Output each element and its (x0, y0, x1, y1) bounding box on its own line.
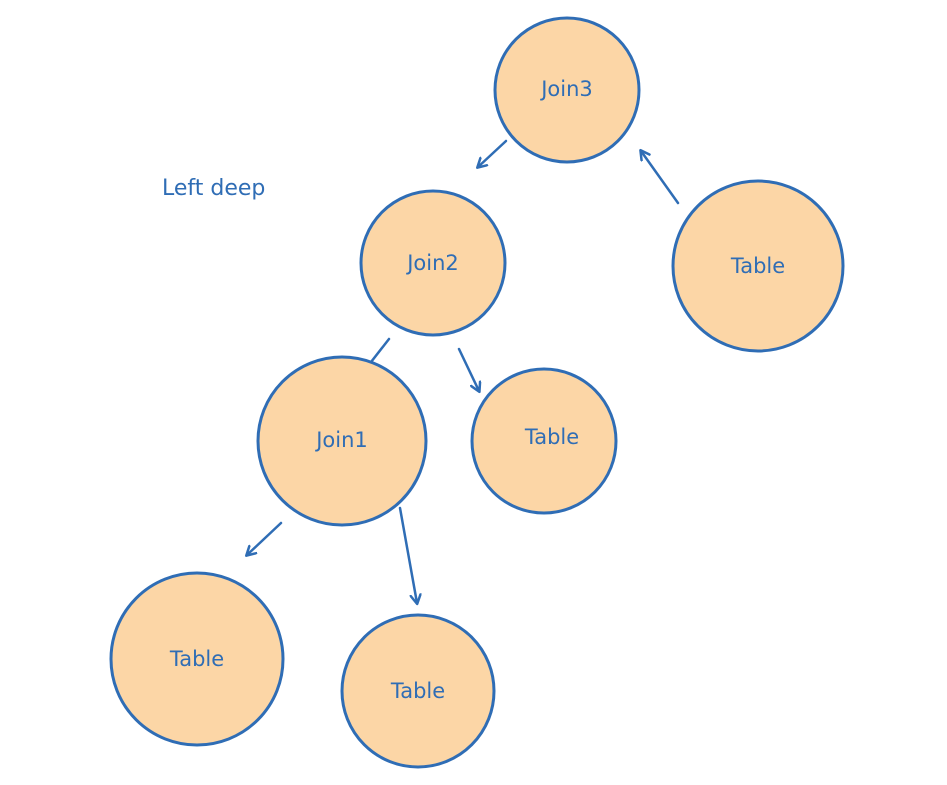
node-table-right-top: Table (671, 179, 845, 353)
node-join1-label: Join1 (314, 428, 368, 452)
edge-join3-to-join2 (478, 139, 508, 167)
node-table-bottom-left-label: Table (169, 647, 224, 671)
node-join3: Join3 (493, 16, 641, 164)
node-join3-label: Join3 (539, 77, 593, 101)
node-join2: Join2 (359, 189, 507, 337)
edge-join1-to-table-left (247, 521, 283, 555)
edge-join2-to-table (457, 347, 479, 391)
node-table-bottom-left: Table (109, 571, 285, 747)
node-join1: Join1 (256, 355, 428, 527)
node-table-bottom-mid: Table (340, 613, 496, 769)
edge-join1-to-table-mid (398, 506, 417, 603)
diagram-caption: Left deep (162, 176, 265, 201)
node-table-right-top-label: Table (730, 254, 785, 278)
edge-table-to-join3 (641, 151, 680, 205)
node-table-mid-label: Table (524, 425, 579, 449)
edges (247, 139, 680, 603)
node-table-mid: Table (470, 367, 618, 515)
node-table-bottom-mid-label: Table (390, 679, 445, 703)
node-join2-label: Join2 (405, 251, 459, 275)
